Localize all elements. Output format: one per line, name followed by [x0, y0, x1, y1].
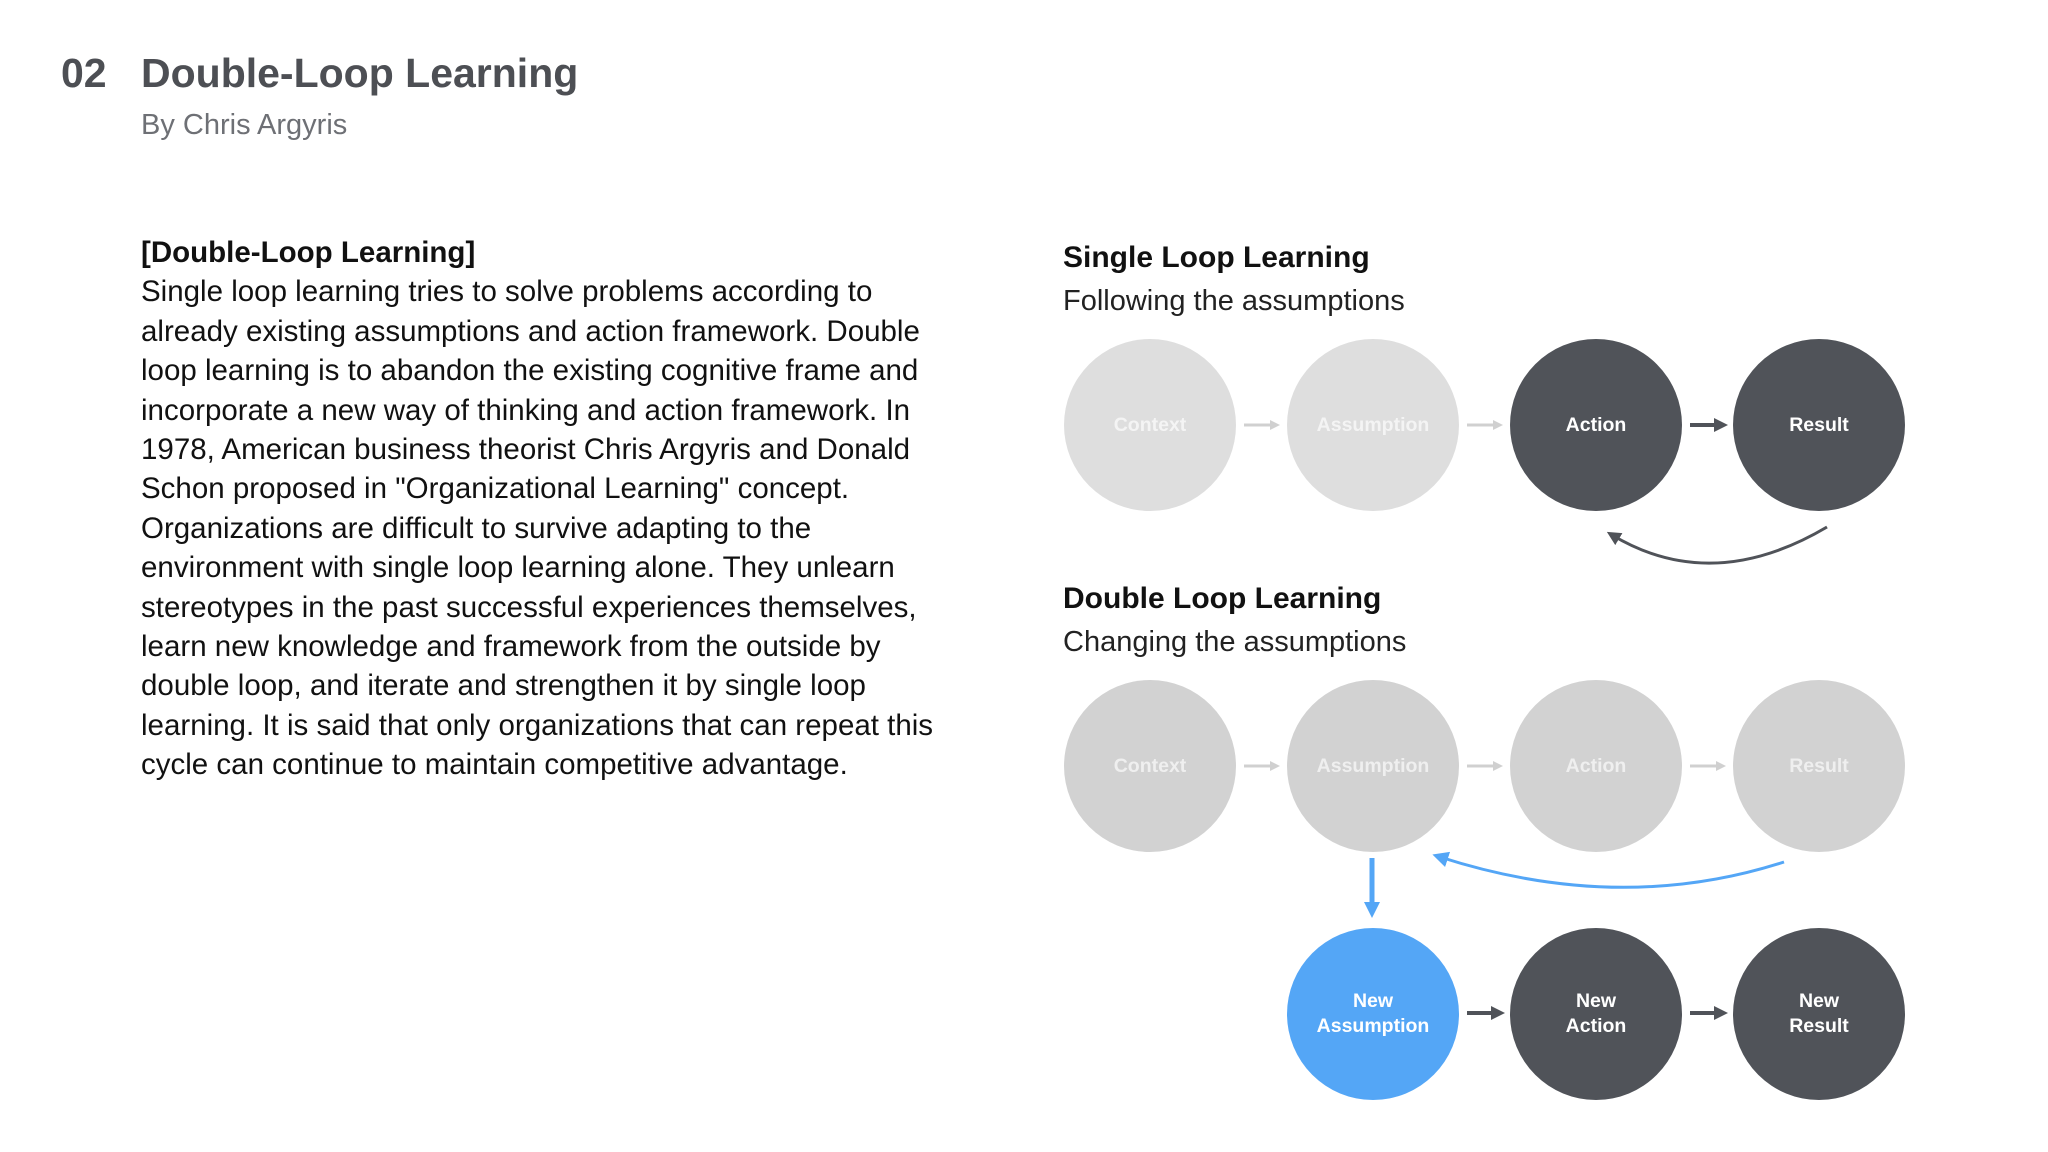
double-node-assumption-label: Assumption	[1316, 754, 1430, 777]
new-result-label: New Result	[1789, 989, 1849, 1039]
new-result-line2: Result	[1789, 1015, 1849, 1037]
description-body: Single loop learning tries to solve prob…	[141, 275, 934, 782]
double-node-action: Action	[1510, 680, 1682, 852]
single-loop-subtitle: Following the assumptions	[1063, 285, 1405, 317]
single-loop-title: Single Loop Learning	[1063, 241, 1370, 274]
new-action-label: New Action	[1566, 989, 1627, 1039]
new-assumption-line1: New	[1352, 990, 1394, 1012]
double-node-context: Context	[1064, 680, 1236, 852]
section-number: 02	[61, 50, 107, 96]
single-node-action: Action	[1510, 339, 1682, 511]
double-feedback-arrow	[1432, 851, 1785, 889]
new-assumption-label: New Assumption	[1317, 989, 1430, 1039]
description-block: [Double-Loop Learning] Single loop learn…	[141, 233, 971, 785]
single-node-context: Context	[1064, 339, 1236, 511]
single-node-result: Result	[1733, 339, 1905, 511]
new-action-line2: Action	[1565, 1015, 1627, 1037]
new-result-node: New Result	[1733, 928, 1905, 1100]
new-action-line1: New	[1575, 990, 1617, 1012]
double-node-assumption: Assumption	[1287, 680, 1459, 852]
double-node-result-label: Result	[1789, 754, 1849, 777]
double-loop-title: Double Loop Learning	[1063, 582, 1382, 615]
new-result-line1: New	[1798, 990, 1840, 1012]
description-heading: [Double-Loop Learning]	[141, 236, 476, 269]
single-node-assumption: Assumption	[1287, 339, 1459, 511]
page-subtitle: By Chris Argyris	[141, 109, 348, 141]
page-title: Double-Loop Learning	[141, 50, 579, 96]
new-action-node: New Action	[1510, 928, 1682, 1100]
double-node-context-label: Context	[1113, 754, 1187, 777]
single-feedback-arrow	[1606, 525, 1828, 565]
double-node-result: Result	[1733, 680, 1905, 852]
new-assumption-line2: Assumption	[1316, 1015, 1430, 1037]
double-loop-subtitle: Changing the assumptions	[1063, 626, 1407, 658]
new-assumption-node: New Assumption	[1287, 928, 1459, 1100]
double-node-action-label: Action	[1565, 754, 1627, 777]
single-node-context-label: Context	[1113, 413, 1187, 436]
single-node-action-label: Action	[1565, 413, 1627, 436]
single-node-assumption-label: Assumption	[1316, 413, 1430, 436]
single-node-result-label: Result	[1789, 413, 1849, 436]
